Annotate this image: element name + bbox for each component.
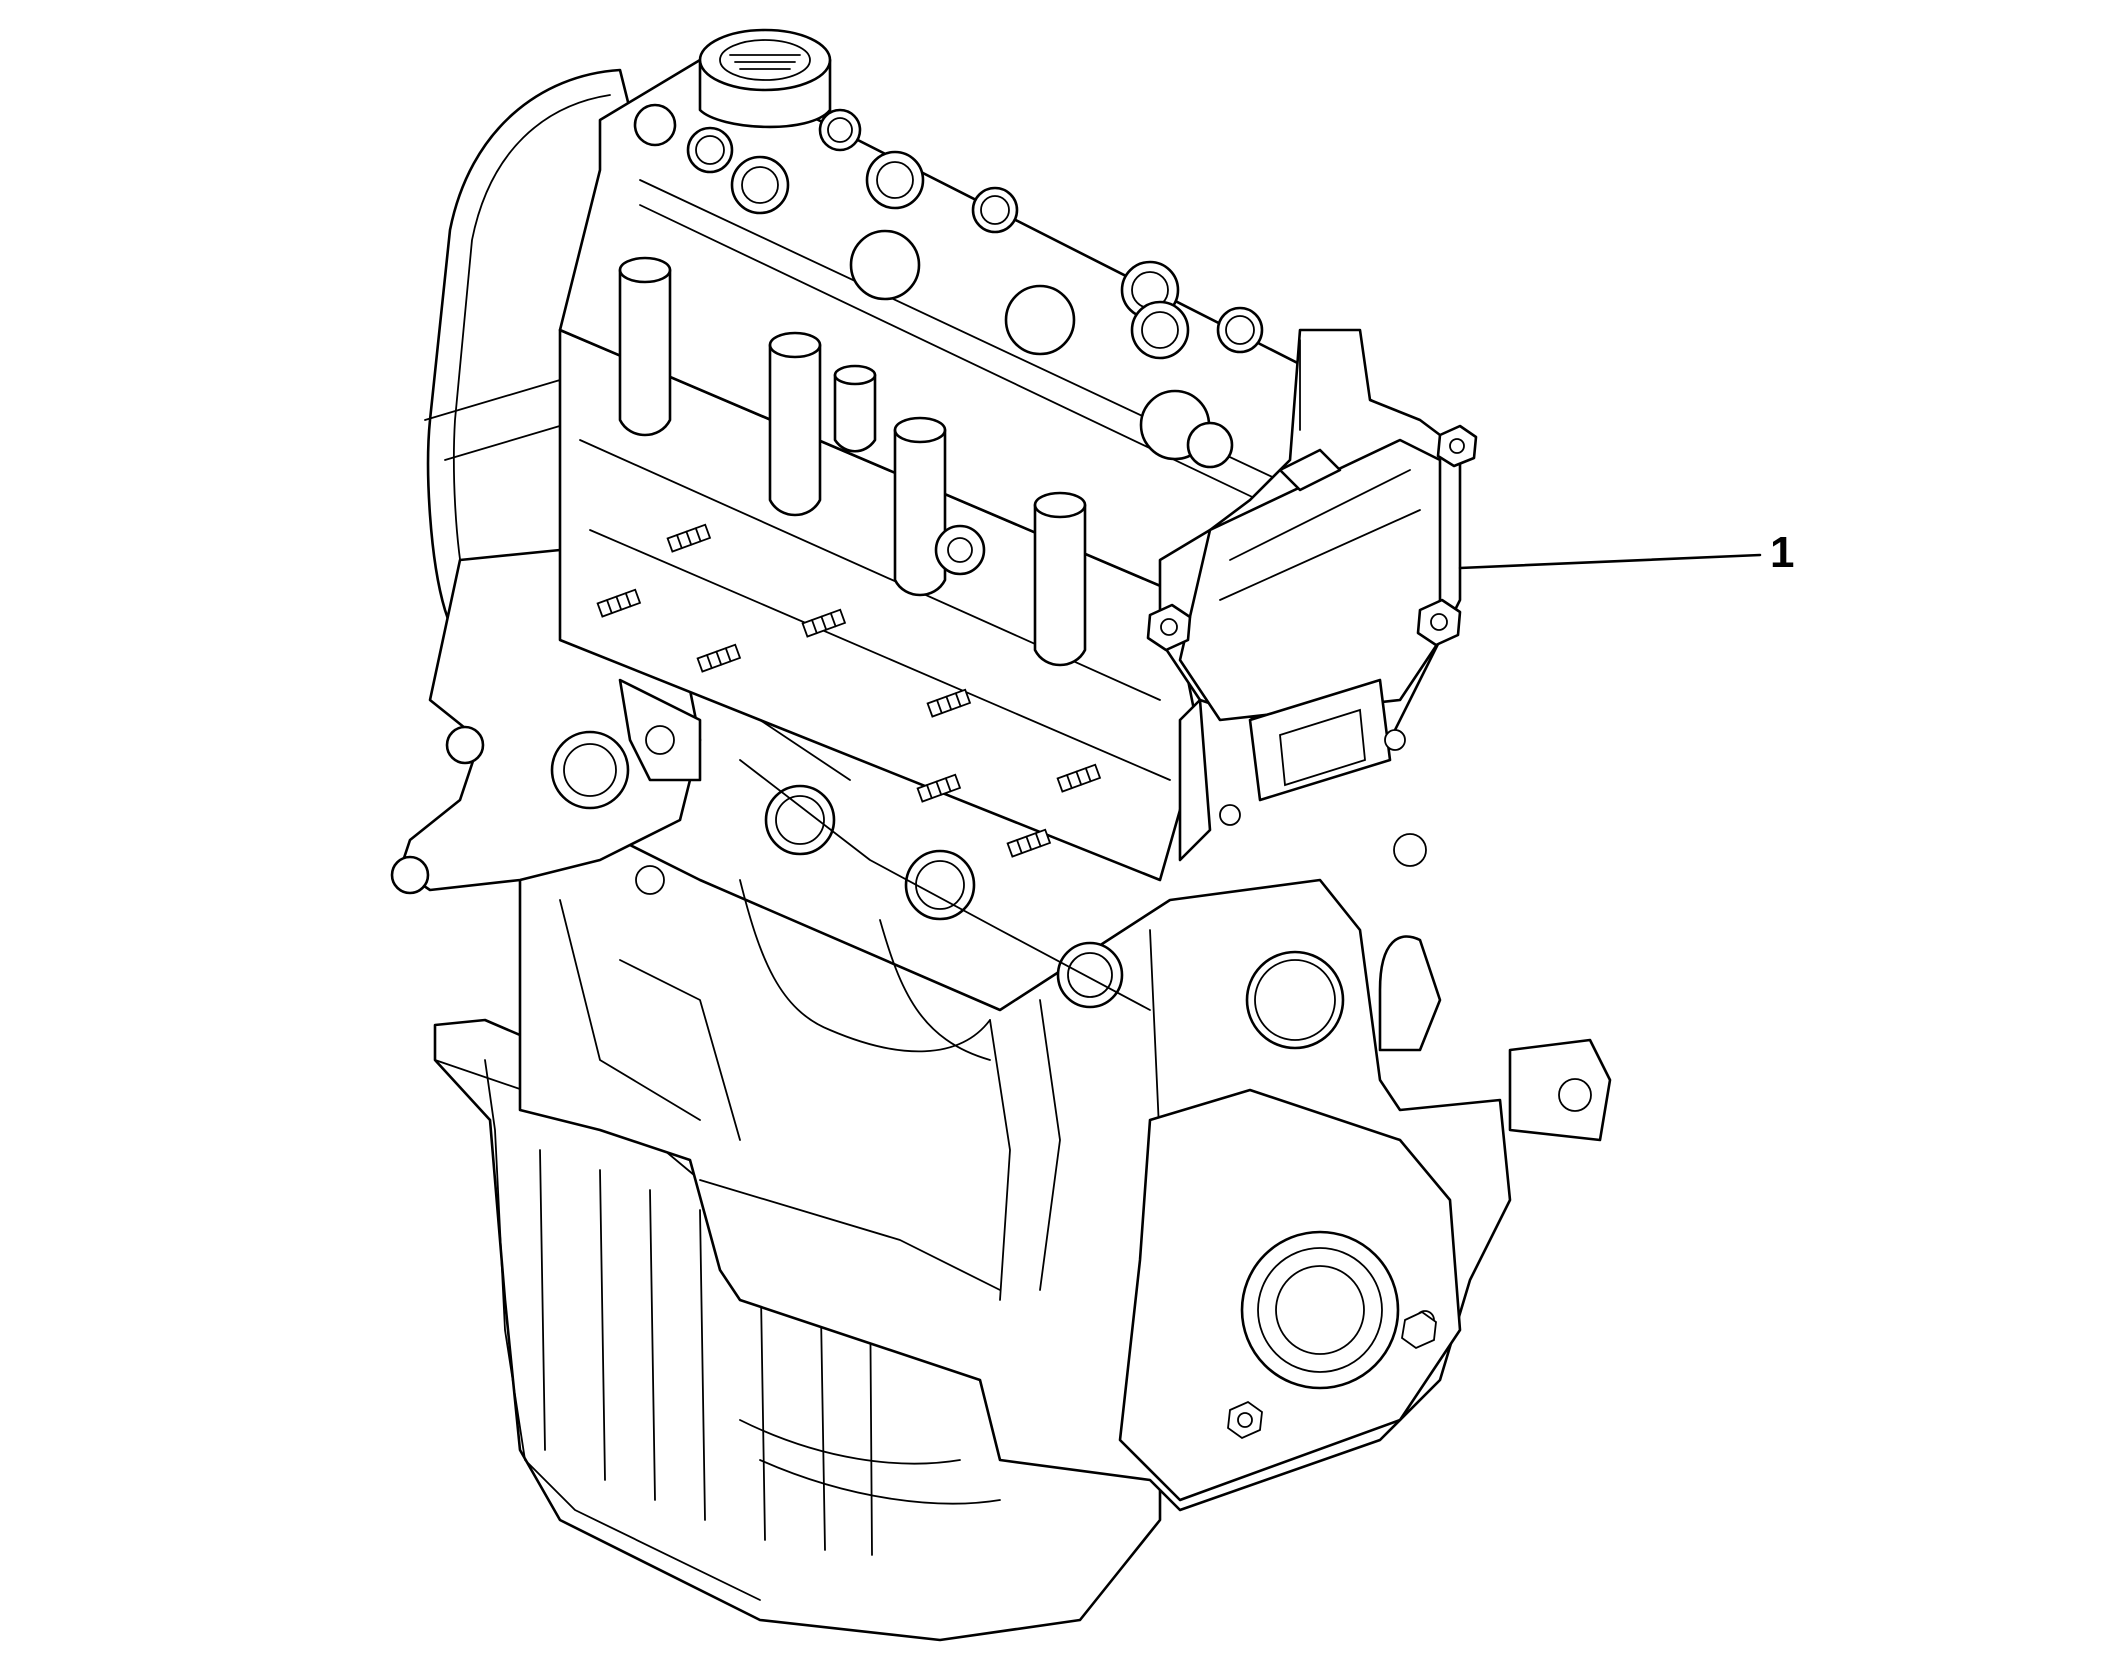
manifold-studs bbox=[596, 523, 1102, 858]
cam-cover bbox=[558, 58, 1442, 592]
callout-leader bbox=[1458, 553, 1762, 570]
oil-filler-neck bbox=[698, 28, 832, 129]
cylinder-head bbox=[558, 328, 1202, 1011]
oil-sump bbox=[433, 1018, 1162, 1642]
flywheel-housing bbox=[1118, 833, 1612, 1502]
ignition-coil-towers bbox=[618, 103, 1087, 667]
callout-number-1: 1 bbox=[1770, 528, 1795, 577]
engine-assembly bbox=[1146, 328, 1478, 862]
